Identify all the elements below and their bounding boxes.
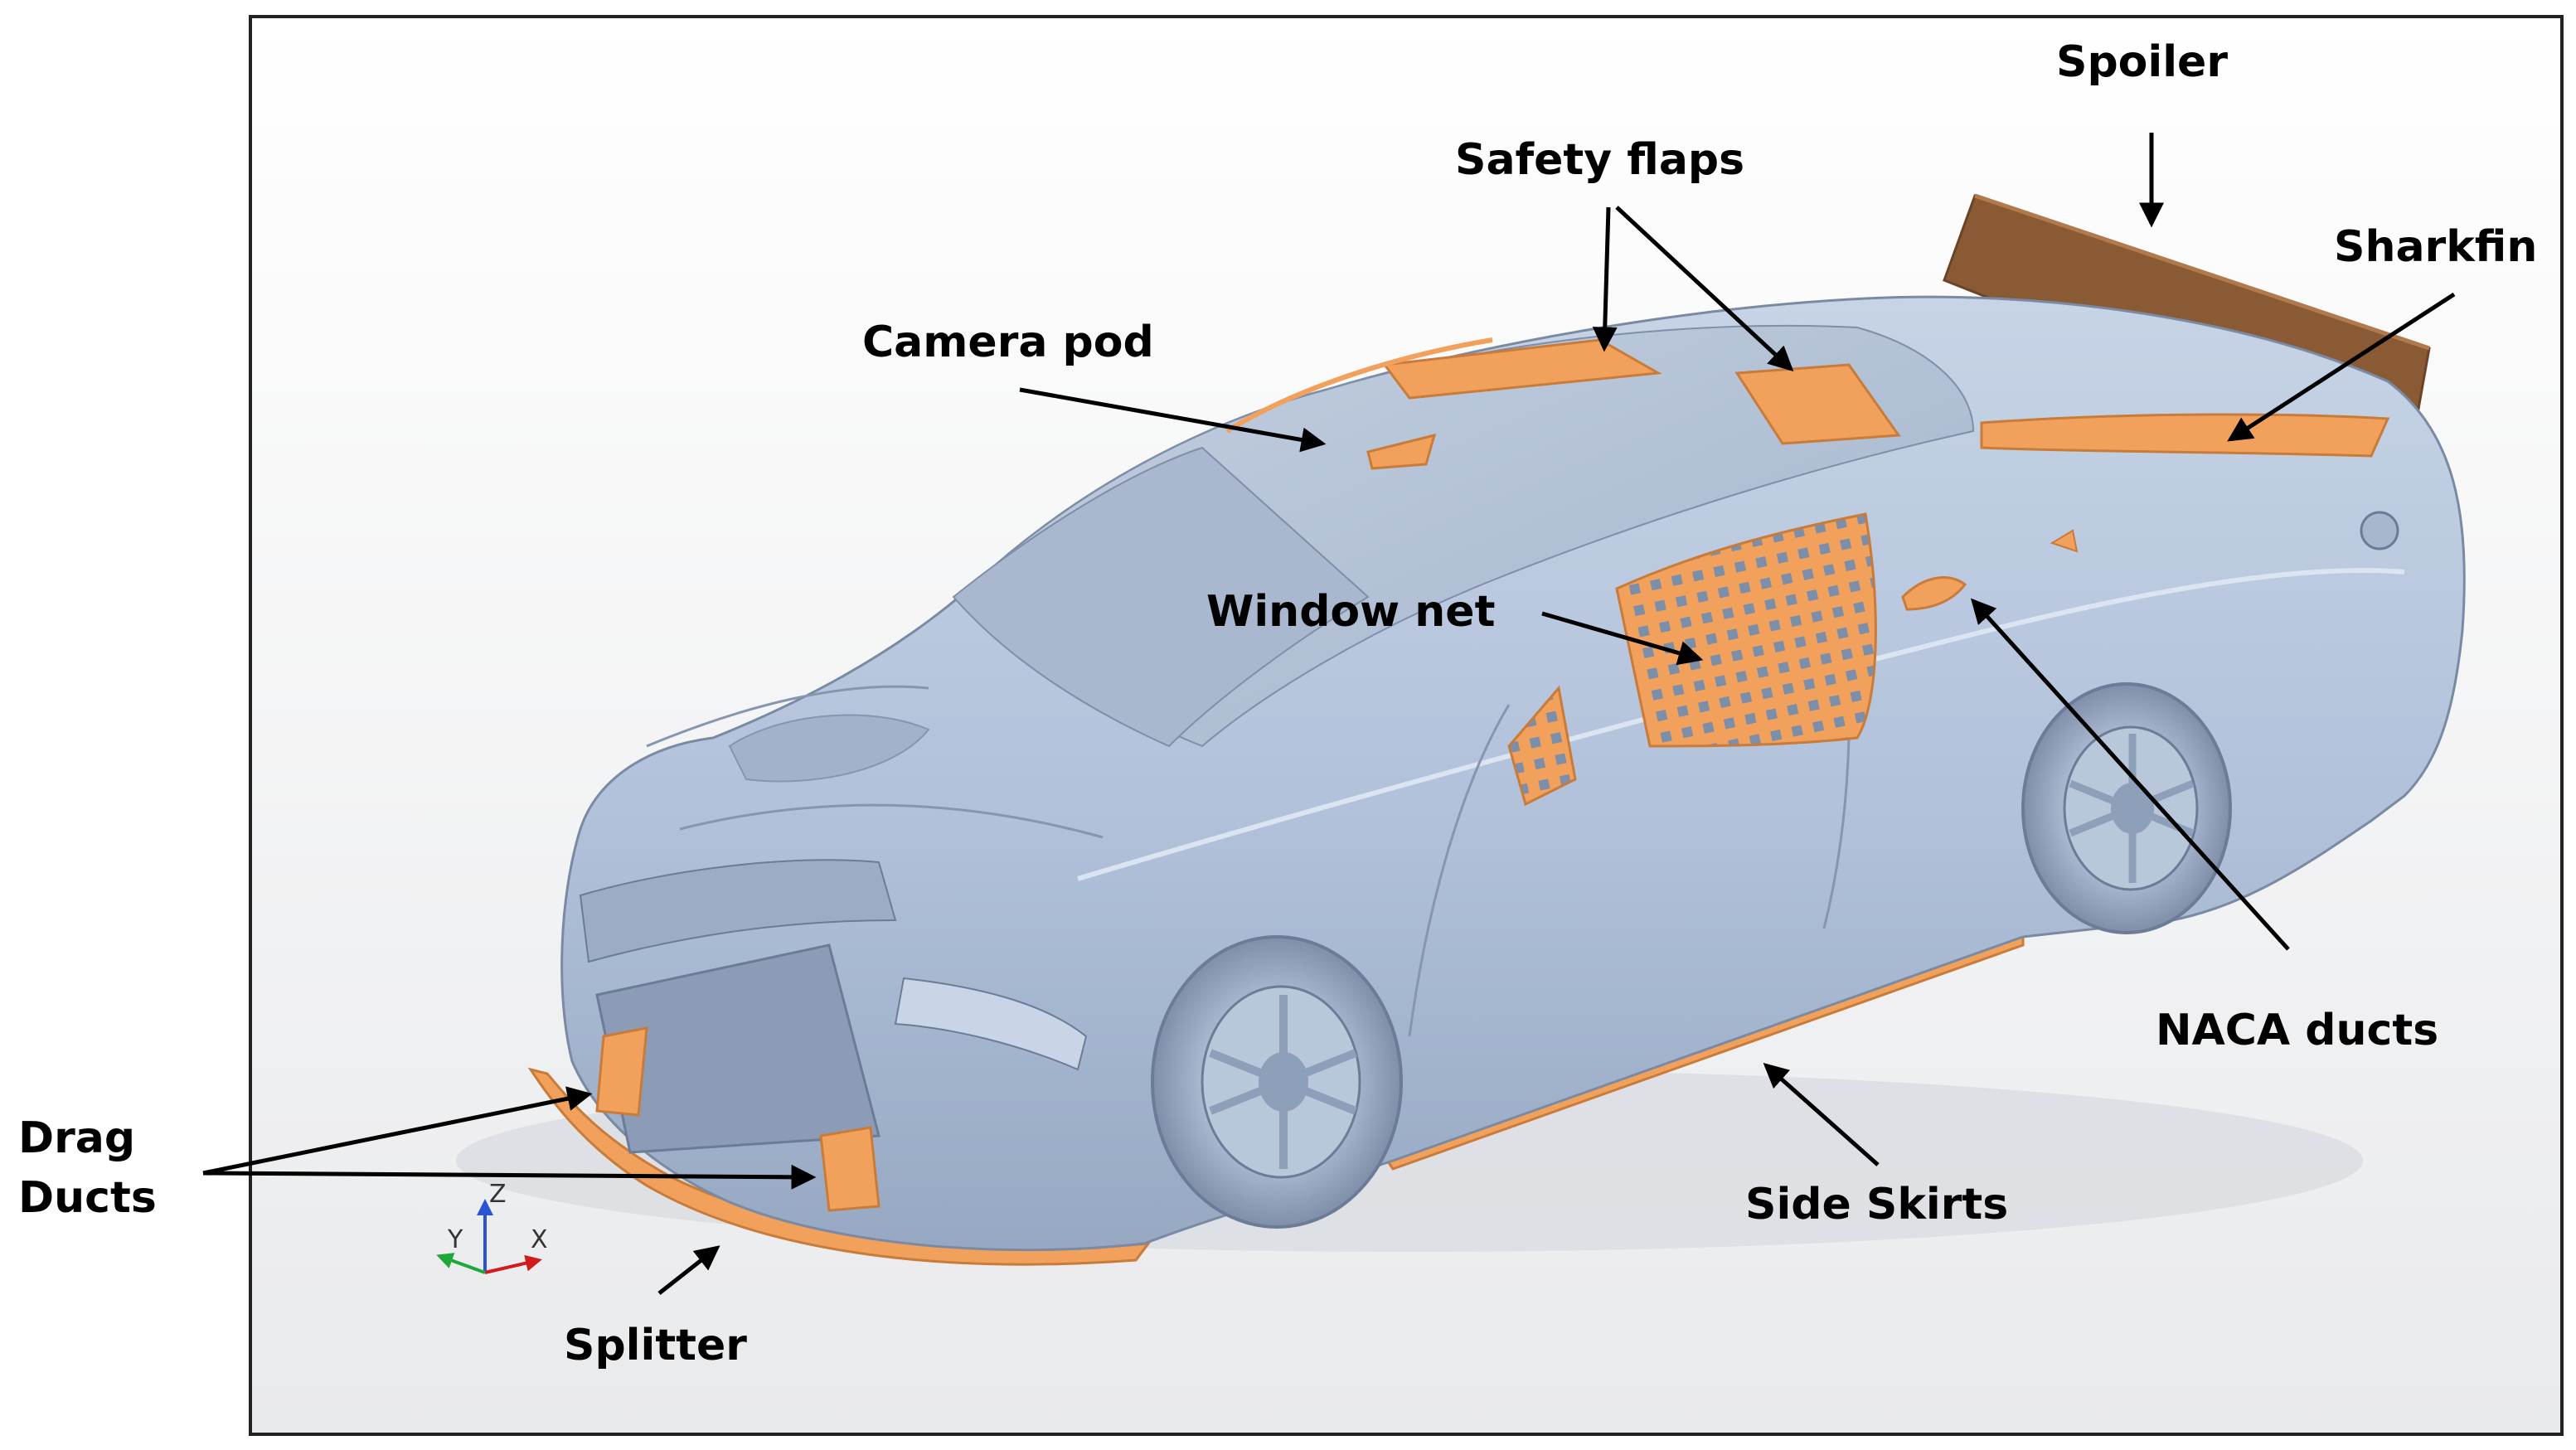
camera-pod bbox=[1366, 433, 1437, 470]
front-wheel bbox=[1151, 935, 1403, 1229]
label-drag-ducts-line1: Drag bbox=[18, 1113, 135, 1163]
label-splitter: Splitter bbox=[564, 1321, 747, 1370]
spoiler-top-edge bbox=[1974, 193, 2430, 351]
hood-vent bbox=[728, 714, 930, 783]
axis-x-label: X bbox=[531, 1225, 548, 1254]
rear-wheel bbox=[2021, 682, 2232, 934]
drag-duct-left bbox=[595, 1026, 648, 1117]
race-car bbox=[456, 193, 2466, 1266]
arrow-camera-pod bbox=[1019, 387, 1327, 453]
axis-x-line bbox=[484, 1254, 542, 1274]
arrow-window-net bbox=[1541, 611, 1704, 666]
label-side-skirts: Side Skirts bbox=[1745, 1180, 2008, 1229]
safety-flap-rear bbox=[1734, 363, 1901, 445]
label-safety-flaps: Safety flaps bbox=[1455, 135, 1744, 185]
sharkfin bbox=[1980, 413, 2390, 458]
label-drag-ducts-line2: Ducts bbox=[18, 1173, 157, 1223]
arrow-side-skirts bbox=[1763, 1063, 1880, 1166]
naca-duct-upper bbox=[2050, 529, 2079, 553]
arrow-sharkfin bbox=[2227, 292, 2456, 442]
arrow-naca-ducts bbox=[1970, 598, 2290, 951]
body-door-line bbox=[1408, 704, 1511, 1037]
front-grille-upper bbox=[579, 859, 897, 963]
label-sharkfin: Sharkfin bbox=[2334, 222, 2537, 272]
arrow-safety-flaps-2 bbox=[1615, 206, 1794, 372]
roof-rail-left bbox=[1225, 337, 1493, 434]
axis-triad: Z Y X bbox=[436, 1180, 548, 1274]
arrow-drag-duct-left bbox=[202, 1086, 593, 1176]
callout-labels: Spoiler Safety flaps Sharkfin Camera pod… bbox=[18, 37, 2537, 1370]
axis-y-line bbox=[436, 1253, 486, 1274]
window-net-lower bbox=[1507, 685, 1577, 807]
safety-flap-front bbox=[1382, 338, 1662, 400]
axis-z-label: Z bbox=[489, 1180, 507, 1209]
hood-line-left bbox=[646, 685, 929, 748]
label-camera-pod: Camera pod bbox=[862, 318, 1154, 367]
drag-duct-right bbox=[819, 1126, 880, 1212]
arrow-splitter bbox=[657, 1245, 720, 1295]
hood-line-right bbox=[679, 803, 1104, 839]
label-naca-ducts: NACA ducts bbox=[2156, 1006, 2438, 1055]
label-window-net: Window net bbox=[1206, 587, 1495, 637]
leader-lines bbox=[202, 133, 2456, 1295]
headlight bbox=[894, 977, 1088, 1071]
windshield bbox=[952, 446, 1370, 748]
naca-duct bbox=[1901, 576, 1967, 611]
fuel-filler bbox=[2360, 511, 2399, 550]
window-net bbox=[1615, 512, 1877, 748]
axis-y-label: Y bbox=[447, 1225, 463, 1254]
label-spoiler: Spoiler bbox=[2056, 37, 2228, 87]
arrow-safety-flaps-1 bbox=[1592, 206, 1618, 352]
arrow-drag-duct-right bbox=[202, 1164, 817, 1190]
